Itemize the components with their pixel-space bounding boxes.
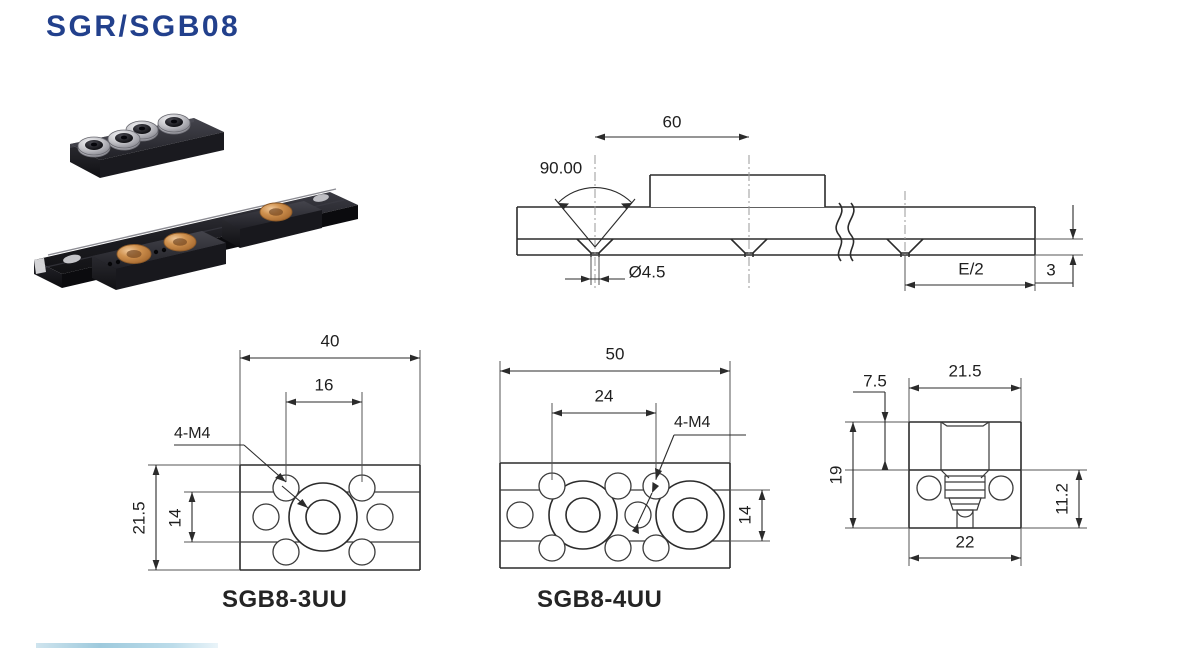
block-4uu-bolt-holes bbox=[506, 472, 670, 562]
photo-bearing bbox=[157, 113, 191, 135]
dimension-21-5-top: 21.5 bbox=[908, 361, 1022, 422]
photo-carriage-near bbox=[92, 231, 226, 290]
dimension-22: 22 bbox=[908, 528, 1022, 566]
dimension-14-left-label: 14 bbox=[165, 509, 184, 528]
leader-4-m4-3uu: 4-M4 bbox=[174, 425, 309, 509]
dimension-50-label: 50 bbox=[606, 344, 625, 363]
block-4uu-center-bores bbox=[548, 480, 725, 550]
dimension-7-5: 7.5 bbox=[853, 371, 889, 470]
caption-sgb8-3uu: SGB8-3UU bbox=[222, 586, 348, 613]
dimension-16: 16 bbox=[285, 375, 363, 482]
dimension-19: 19 bbox=[826, 422, 857, 528]
dimension-40: 40 bbox=[239, 331, 421, 465]
dimension-7-5-label: 7.5 bbox=[863, 371, 887, 390]
rail-side-view: 60 90.00 Ø4.5 E bbox=[495, 95, 1120, 310]
dimension-11-2: 11.2 bbox=[1021, 469, 1087, 529]
dimension-thickness-3-label: 3 bbox=[1046, 260, 1055, 279]
caption-sgb8-4uu: SGB8-4UU bbox=[537, 586, 663, 613]
rail-break-line bbox=[835, 202, 855, 262]
dimension-19-label: 19 bbox=[826, 466, 845, 485]
dimension-angle-90-label: 90.00 bbox=[540, 158, 583, 177]
block-3uu-bolt-holes bbox=[252, 474, 394, 566]
dimension-16-label: 16 bbox=[315, 375, 334, 394]
page-title: SGR/SGB08 bbox=[46, 10, 241, 43]
leader-4-m4-4uu-label: 4-M4 bbox=[674, 414, 711, 431]
dimension-60: 60 bbox=[595, 112, 749, 141]
dimension-22-label: 22 bbox=[956, 532, 975, 551]
dimension-40-label: 40 bbox=[321, 331, 340, 350]
dimension-e-half: E/2 bbox=[904, 255, 1036, 291]
dimension-50: 50 bbox=[499, 344, 731, 463]
dimension-14-right: 14 bbox=[730, 489, 770, 542]
product-photo bbox=[14, 92, 364, 292]
dimension-24: 24 bbox=[551, 386, 657, 480]
dimension-hole-dia: Ø4.5 bbox=[565, 255, 665, 285]
rail-mounted-block bbox=[649, 174, 826, 207]
rail-profile-outline bbox=[516, 206, 1036, 256]
photo-bearing bbox=[77, 136, 111, 158]
section-carriage-body bbox=[908, 421, 1022, 470]
dimension-14-left: 14 bbox=[165, 491, 240, 543]
dimension-angle-90: 90.00 bbox=[540, 158, 636, 248]
dimension-14-right-label: 14 bbox=[735, 506, 754, 525]
photo-bearing bbox=[107, 129, 141, 151]
dimension-21-5-top-label: 21.5 bbox=[948, 361, 981, 380]
section-screw-stack bbox=[940, 469, 990, 529]
sgb8-4uu-view: 50 24 14 4-M4 bbox=[478, 344, 818, 580]
section-bearing-rollers bbox=[916, 475, 1014, 501]
cross-section-view: 7.5 21.5 19 11.2 bbox=[826, 360, 1145, 575]
dimension-11-2-label: 11.2 bbox=[1052, 483, 1071, 515]
dimension-60-label: 60 bbox=[663, 112, 682, 131]
photo-detached-carriage bbox=[70, 113, 224, 178]
dimension-21-5: 21.5 bbox=[129, 464, 240, 571]
dimension-24-label: 24 bbox=[595, 386, 614, 405]
bottom-accent-bar bbox=[36, 643, 218, 648]
dimension-thickness-3: 3 bbox=[1035, 205, 1083, 287]
block-3uu-center-bore bbox=[288, 482, 358, 552]
dimension-e-half-label: E/2 bbox=[958, 259, 984, 278]
photo-carriage-far bbox=[222, 201, 322, 248]
leader-4-m4-4uu: 4-M4 bbox=[632, 414, 746, 534]
dimension-hole-dia-label: Ø4.5 bbox=[629, 262, 666, 281]
photo-rail-assembly bbox=[34, 188, 358, 290]
product-photo-image bbox=[34, 113, 358, 290]
dimension-21-5-label: 21.5 bbox=[129, 501, 148, 534]
sgb8-3uu-view: 40 16 21.5 14 bbox=[118, 330, 478, 580]
leader-4-m4-3uu-label: 4-M4 bbox=[174, 425, 211, 442]
